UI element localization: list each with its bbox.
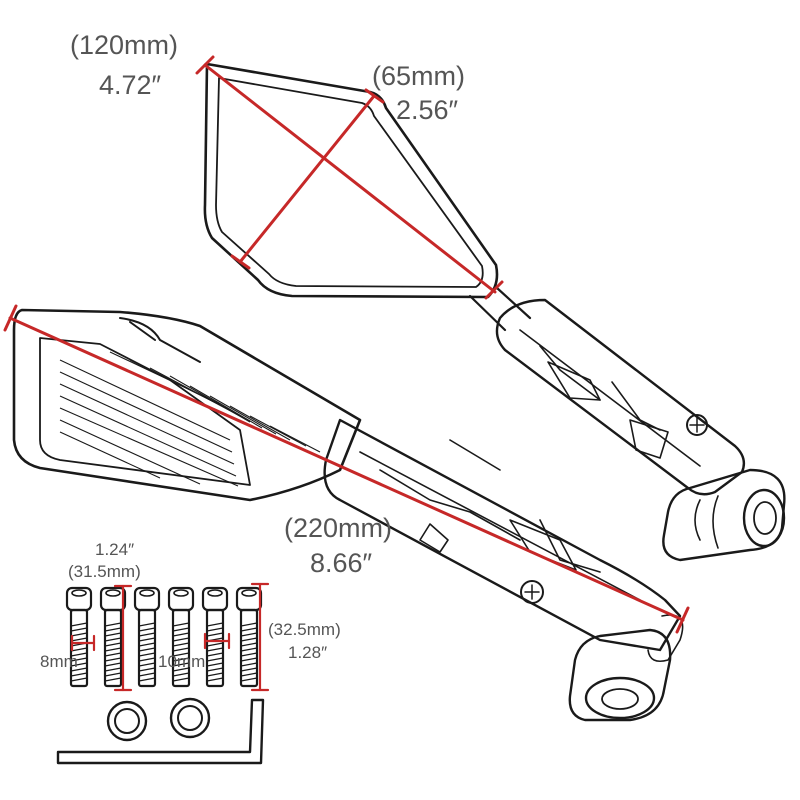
mirror-bottom-head-outer: [12, 308, 362, 502]
bolt: [99, 586, 127, 688]
label-mirror-width-in: 4.72″: [99, 70, 162, 100]
label-short-bolt-in: 1.24″: [95, 540, 134, 559]
label-long-bolt-mm: (32.5mm): [268, 620, 341, 639]
bolt: [201, 586, 229, 688]
mirror-bottom-mount: [568, 614, 684, 722]
mirror-bottom-panel: [39, 337, 251, 486]
dimension-lines: [3, 55, 690, 692]
label-total-length-mm: (220mm): [284, 513, 392, 543]
dim-line-total-length: [8, 316, 685, 622]
label-mirror-height-in: 2.56″: [396, 95, 459, 125]
bolt-set: [65, 586, 263, 688]
label-thread-small: 8mm: [40, 652, 78, 671]
mirror-top-neck: [468, 286, 532, 332]
bolt: [235, 586, 263, 688]
mirror-bottom-stem: [323, 418, 682, 652]
washer-set: [106, 697, 211, 742]
mirror-top: [203, 62, 786, 562]
mirror-top-glass: [215, 77, 484, 288]
mirror-bottom: [12, 308, 684, 722]
bolt: [65, 586, 93, 688]
mirror-top-mount: [662, 468, 786, 562]
dimension-labels: (120mm) 4.72″ (65mm) 2.56″ (220mm) 8.66″…: [40, 30, 465, 671]
label-mirror-height-mm: (65mm): [372, 61, 465, 91]
label-short-bolt-mm: (31.5mm): [68, 562, 141, 581]
dim-line-mirror-width: [203, 63, 497, 294]
dim-line-mirror-height: [238, 94, 376, 264]
allen-key: [56, 698, 265, 765]
washer: [106, 700, 148, 742]
mirror-bottom-ribs: [59, 351, 321, 487]
label-long-bolt-in: 1.28″: [288, 643, 327, 662]
mirror-top-screw: [686, 414, 708, 436]
bolt: [133, 586, 161, 688]
label-thread-large: 10mm: [158, 652, 205, 671]
label-mirror-width-mm: (120mm): [70, 30, 178, 60]
mirror-bottom-screw: [520, 580, 544, 604]
bolt: [167, 586, 195, 688]
mirror-top-stem: [495, 298, 746, 496]
label-total-length-in: 8.66″: [310, 548, 373, 578]
washer: [169, 697, 211, 739]
